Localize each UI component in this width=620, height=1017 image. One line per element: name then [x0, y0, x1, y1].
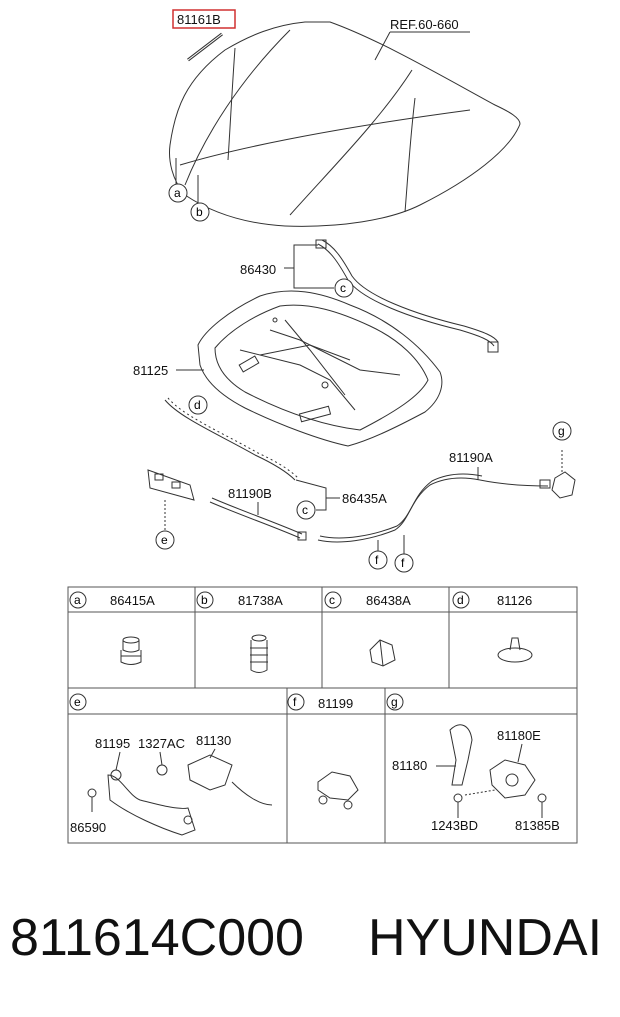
marker-g: g	[552, 421, 572, 441]
callout-86430: 86430	[240, 262, 276, 277]
svg-text:b: b	[196, 205, 203, 219]
marker-a: a	[168, 183, 188, 203]
svg-text:c: c	[329, 593, 335, 607]
svg-text:f: f	[401, 556, 405, 570]
svg-text:b: b	[201, 593, 208, 607]
marker-f-left: f	[368, 550, 388, 570]
svg-text:e: e	[161, 533, 168, 547]
svg-text:f: f	[375, 553, 379, 567]
part-81180: 81180	[392, 758, 427, 773]
footer: 811614C000 HYUNDAI	[0, 900, 620, 980]
part-81180e: 81180E	[497, 728, 541, 743]
part-1243bd: 1243BD	[431, 818, 478, 833]
marker-f-right: f	[394, 553, 414, 573]
ref-label: REF.60-660	[390, 17, 459, 32]
marker-c-upper: c	[334, 278, 354, 298]
svg-text:a: a	[74, 593, 81, 607]
part-86415a: 86415A	[110, 593, 155, 608]
part-81126: 81126	[497, 593, 532, 608]
marker-e: e	[155, 530, 175, 550]
part-number: 811614C000	[10, 909, 304, 967]
hood-seal	[315, 239, 499, 353]
marker-d: d	[188, 395, 208, 415]
svg-text:d: d	[194, 398, 201, 412]
svg-text:f: f	[293, 695, 297, 709]
part-81385b: 81385B	[515, 818, 560, 833]
part-81738a: 81738A	[238, 593, 283, 608]
hood-panel	[169, 21, 521, 227]
svg-text:a: a	[174, 186, 181, 200]
brand-name: HYUNDAI	[368, 909, 603, 967]
part-81199: 81199	[318, 696, 353, 711]
part-86590: 86590	[70, 820, 106, 835]
marker-c-lower: c	[296, 500, 316, 520]
callout-81190a: 81190A	[449, 450, 493, 465]
marker-b: b	[190, 202, 210, 222]
table-cell-a: a 86415A	[69, 591, 155, 665]
part-81195: 81195	[95, 736, 130, 751]
parts-table	[67, 586, 578, 844]
table-cell-c: c 86438A	[324, 591, 411, 667]
callout-81161b: 81161B	[177, 12, 221, 27]
parts-diagram: 81161B REF.60-660 a b 86430 c	[67, 9, 578, 844]
release-cable	[209, 473, 551, 543]
svg-text:d: d	[457, 593, 464, 607]
table-cell-g: g 81180E 81180 1243BD 81385B	[386, 693, 560, 833]
part-1327ac: 1327AC	[138, 736, 185, 751]
ref-callout: REF.60-660	[374, 17, 470, 61]
release-handle	[147, 469, 195, 530]
svg-text:c: c	[302, 503, 308, 517]
svg-text:e: e	[74, 695, 81, 709]
part-81130: 81130	[196, 733, 231, 748]
hood-insulator	[197, 290, 443, 447]
table-cell-e: e 81195 1327AC 81130 86590	[69, 693, 273, 836]
callout-86435a: 86435A	[342, 491, 387, 506]
insulator-strip	[164, 399, 296, 481]
svg-text:g: g	[558, 424, 565, 438]
table-cell-b: b 81738A	[196, 591, 283, 673]
callout-81125: 81125	[133, 363, 168, 378]
table-cell-d: d 81126	[452, 591, 533, 663]
callout-81190b: 81190B	[228, 486, 272, 501]
svg-text:c: c	[340, 281, 346, 295]
table-cell-f: f 81199	[287, 693, 359, 810]
hood-latch	[551, 450, 576, 499]
highlighted-part-callout: 81161B	[172, 9, 236, 62]
part-86438a: 86438A	[366, 593, 411, 608]
svg-text:g: g	[391, 695, 398, 709]
